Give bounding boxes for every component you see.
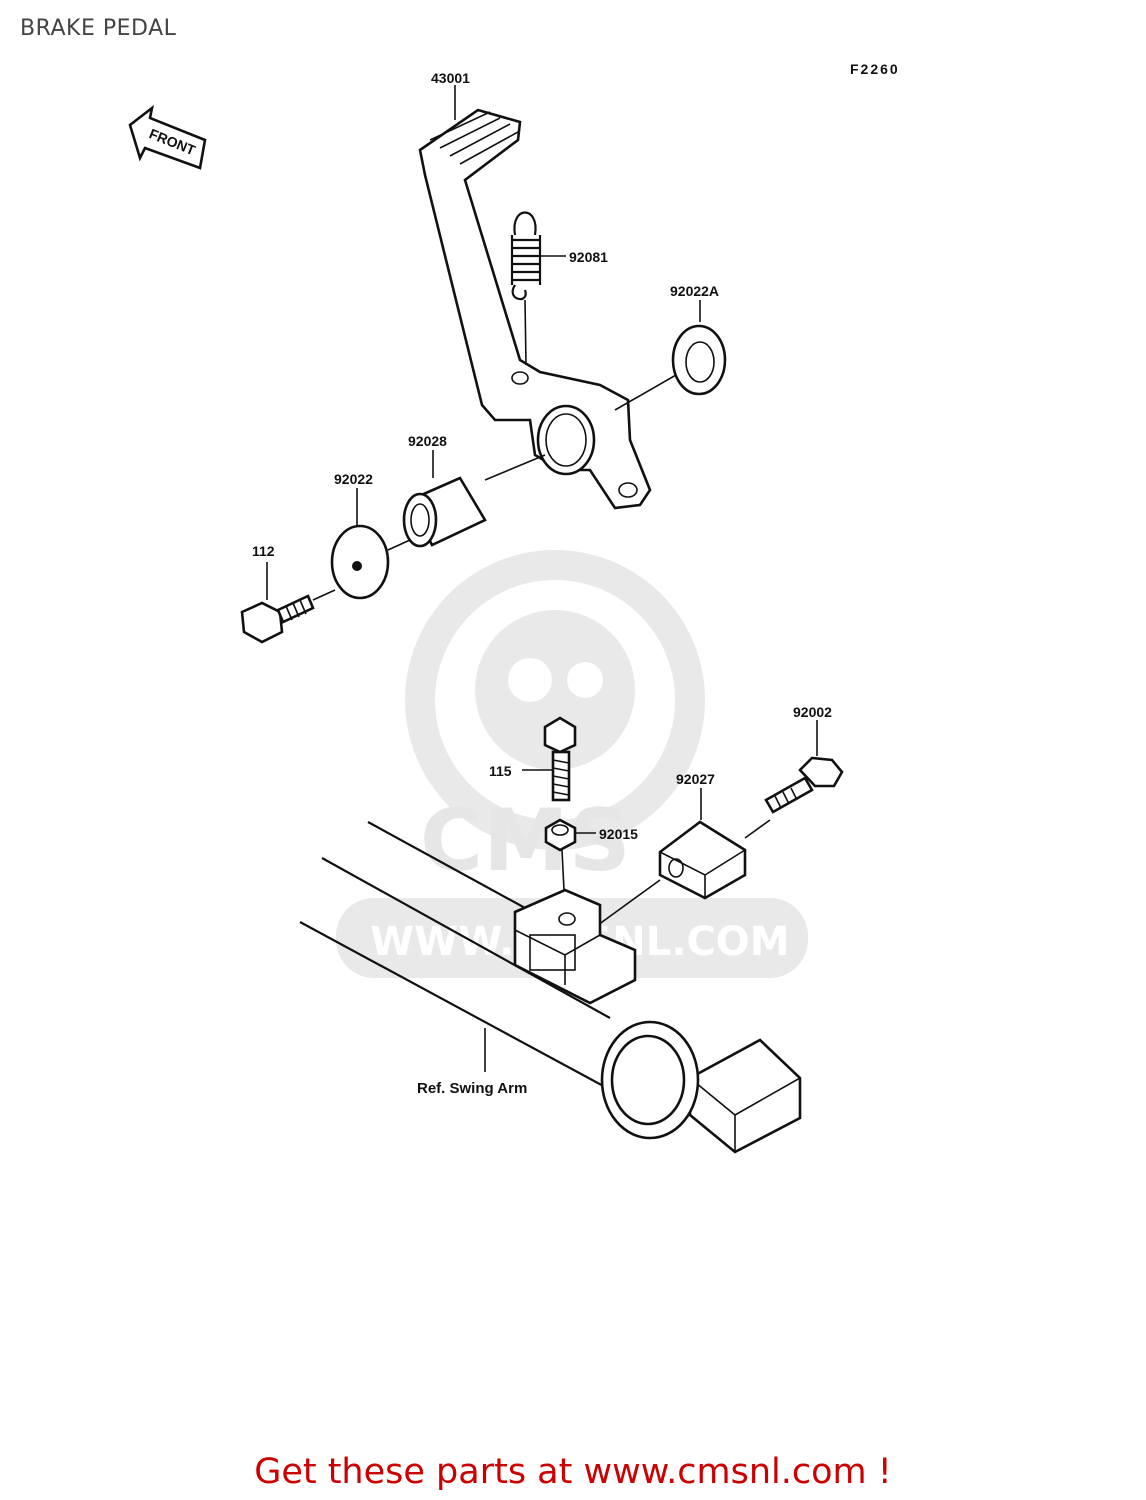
bolt-112-part bbox=[240, 589, 336, 644]
watermark-brand: CMS bbox=[420, 791, 631, 891]
part-label-115: 115 bbox=[489, 763, 512, 779]
bolt-115-part bbox=[543, 716, 577, 802]
part-label-92081: 92081 bbox=[569, 249, 608, 265]
swing-arm-part bbox=[299, 821, 802, 1154]
part-label-92002: 92002 bbox=[793, 704, 832, 720]
block-part bbox=[597, 819, 771, 926]
washer-92022a-part bbox=[614, 324, 727, 411]
spring-part bbox=[510, 211, 542, 366]
part-label-92027: 92027 bbox=[676, 771, 715, 787]
part-label-112: 112 bbox=[252, 543, 275, 559]
part-label-92015: 92015 bbox=[599, 826, 638, 842]
part-label-92022: 92022 bbox=[334, 471, 373, 487]
part-label-43001: 43001 bbox=[431, 70, 470, 86]
parts-link[interactable]: Get these parts at www.cmsnl.com ! bbox=[254, 1452, 892, 1492]
page-title: BRAKE PEDAL bbox=[20, 16, 177, 41]
part-label-92028: 92028 bbox=[408, 433, 447, 449]
bolt-92002-part bbox=[764, 756, 844, 814]
figure-code: F2260 bbox=[850, 61, 900, 77]
leader-lines bbox=[266, 85, 818, 1072]
nut-part bbox=[544, 818, 577, 911]
front-arrow-icon: FRONT bbox=[128, 104, 207, 170]
bushing-part bbox=[402, 454, 546, 548]
reference-label: Ref. Swing Arm bbox=[417, 1080, 527, 1097]
washer-92022-part bbox=[330, 524, 411, 600]
brake-pedal-part bbox=[418, 108, 652, 510]
part-label-92022a: 92022A bbox=[670, 283, 719, 299]
